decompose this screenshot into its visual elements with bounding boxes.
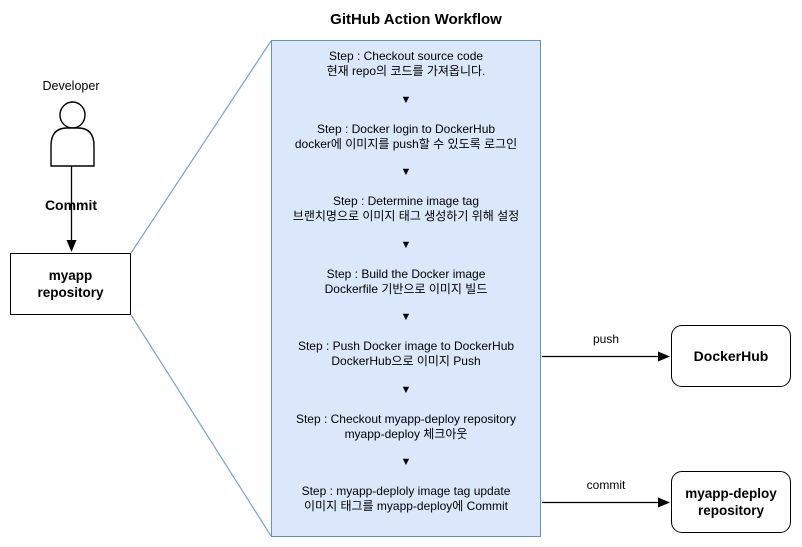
deploy-commit-arrow-head: [658, 497, 670, 508]
step-down-arrow-icon: ▼: [400, 166, 412, 179]
step-down-arrow-icon: ▼: [400, 93, 412, 106]
workflow-step-description: 현재 repo의 코드를 가져옵니다.: [326, 64, 486, 78]
workflow-step-description: 이미지 태그를 myapp-deploy에 Commit: [304, 499, 508, 513]
funnel-line-bottom: [130, 314, 272, 537]
commit-edge-label: commit: [586, 478, 626, 492]
myapp-repository-line1: myapp: [48, 268, 93, 283]
step-down-arrow-icon: ▼: [400, 238, 412, 251]
myapp-deploy-line2: repository: [697, 503, 765, 518]
workflow-step-title: Step : Build the Docker image: [326, 266, 486, 281]
workflow-step-title: Step : Determine image tag: [332, 194, 480, 208]
push-edge-label: push: [592, 332, 620, 346]
myapp-repository-box: myapp repository: [10, 253, 131, 315]
step-down-arrow-icon: ▼: [400, 456, 412, 469]
workflow-step-description: DockerHub으로 이미지 Push: [331, 354, 481, 368]
workflow-step: Step : Checkout myapp-deploy repository …: [278, 412, 534, 442]
workflow-step: Step : Determine image tag 브랜치명으로 이미지 태그…: [278, 194, 534, 224]
commit-label: Commit: [44, 197, 98, 213]
push-arrow-head: [658, 351, 670, 362]
developer-label: Developer: [42, 79, 100, 93]
workflow-step: Step : Build the Docker image Dockerfile…: [278, 267, 534, 297]
dockerhub-box: DockerHub: [671, 325, 791, 387]
commit-arrow-head: [66, 240, 77, 252]
workflow-step-title: Step : Checkout source code: [328, 49, 484, 63]
workflow-step-title: Step : Push Docker image to DockerHub: [297, 339, 515, 353]
workflow-step-description: Dockerfile 기반으로 이미지 빌드: [324, 281, 488, 296]
workflow-step-description: myapp-deploy 체크아웃: [344, 426, 468, 441]
workflow-step: Step : myapp-deploly image tag update 이미…: [278, 484, 534, 514]
funnel-line-top: [130, 40, 272, 254]
workflow-step-title: Step : myapp-deploly image tag update: [301, 484, 511, 498]
workflow-step-title: Step : Docker login to DockerHub: [316, 121, 496, 136]
workflow-panel: Step : Checkout source code 현재 repo의 코드를…: [271, 40, 541, 537]
workflow-step: Step : Docker login to DockerHub docker에…: [278, 122, 534, 152]
workflow-step-description: 브랜치명으로 이미지 태그 생성하기 위해 설정: [292, 209, 520, 223]
dockerhub-label: DockerHub: [693, 348, 769, 364]
workflow-step: Step : Checkout source code 현재 repo의 코드를…: [278, 49, 534, 79]
step-down-arrow-icon: ▼: [400, 383, 412, 396]
workflow-step: Step : Push Docker image to DockerHub Do…: [278, 339, 534, 369]
myapp-deploy-box: myapp-deploy repository: [671, 471, 791, 533]
step-down-arrow-icon: ▼: [400, 311, 412, 324]
person-icon: [50, 101, 95, 167]
myapp-deploy-line1: myapp-deploy: [685, 486, 777, 501]
myapp-repository-line2: repository: [37, 285, 104, 300]
workflow-step-description: docker에 이미지를 push할 수 있도록 로그인: [294, 136, 518, 151]
page-title: GitHub Action Workflow: [330, 11, 502, 28]
workflow-step-title: Step : Checkout myapp-deploy repository: [295, 411, 517, 426]
